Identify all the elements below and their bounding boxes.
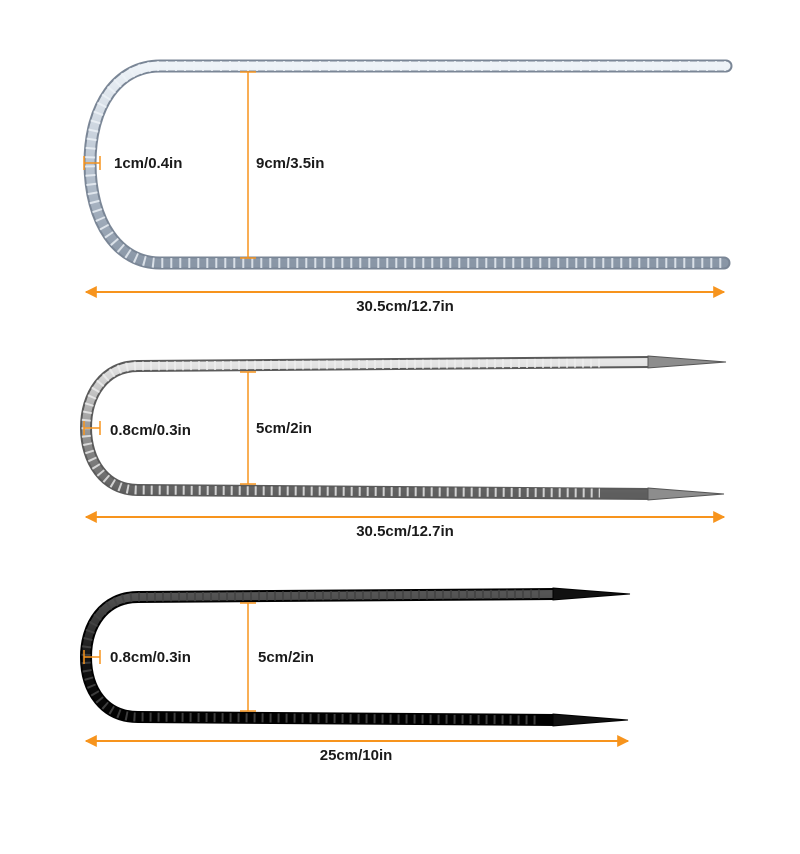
stake-tip bbox=[552, 587, 631, 601]
stake-body bbox=[83, 59, 733, 270]
stake-body-highlight bbox=[85, 61, 731, 268]
length-label: 30.5cm/12.7in bbox=[356, 298, 454, 315]
rebar-ribs bbox=[84, 61, 726, 268]
thickness-label: 1cm/0.4in bbox=[114, 155, 183, 172]
thickness-label: 0.8cm/0.3in bbox=[110, 422, 191, 439]
stake-tip bbox=[552, 713, 629, 727]
thickness-label: 0.8cm/0.3in bbox=[110, 649, 191, 666]
length-label: 25cm/10in bbox=[319, 747, 393, 764]
length-label: 30.5cm/12.7in bbox=[356, 523, 454, 540]
width-label: 5cm/2in bbox=[256, 420, 312, 437]
stake-tip bbox=[647, 487, 725, 501]
width-label: 5cm/2in bbox=[258, 649, 314, 666]
width-label: 9cm/3.5in bbox=[256, 155, 325, 172]
dimension-lines-3 bbox=[83, 602, 630, 747]
dimension-lines-2 bbox=[83, 371, 726, 523]
dimension-lines-1 bbox=[83, 71, 726, 298]
stake-galvanized bbox=[83, 59, 733, 270]
stake-tip bbox=[647, 355, 727, 369]
